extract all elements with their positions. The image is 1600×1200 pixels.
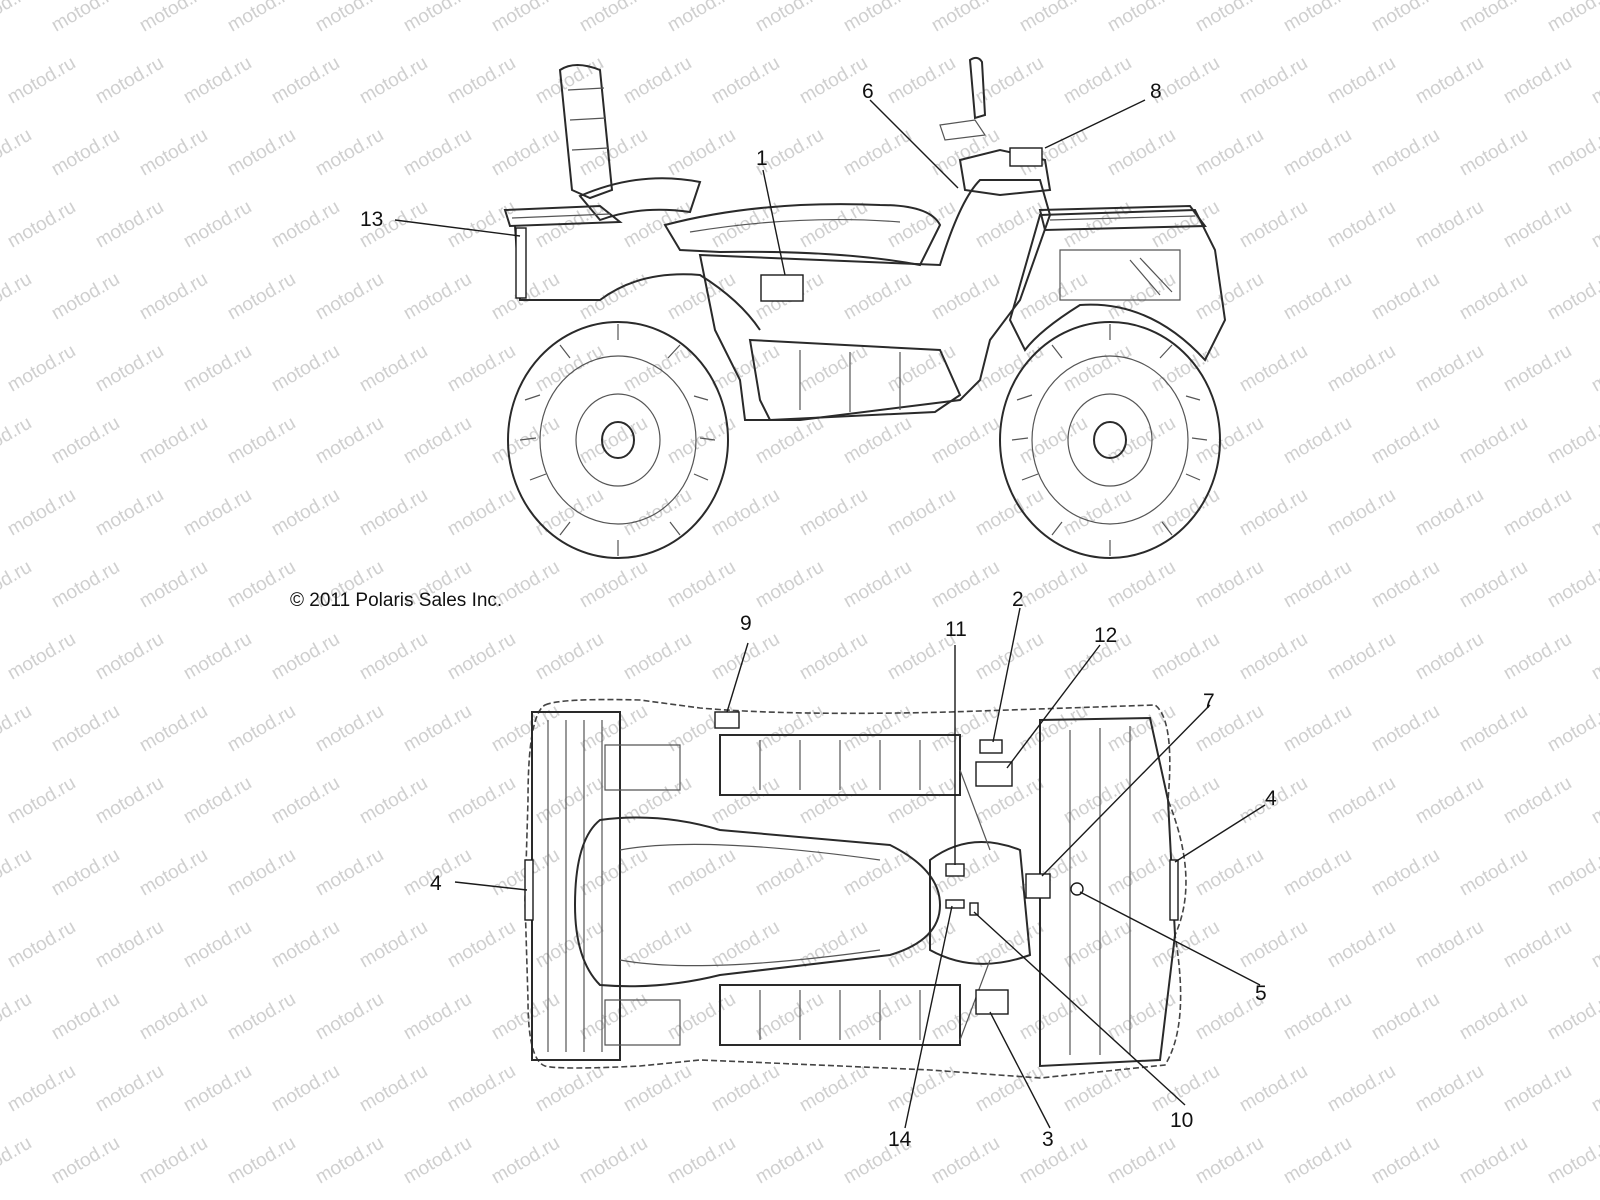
atv-top-view xyxy=(524,698,1187,1079)
callout-1: 1 xyxy=(756,147,768,170)
callout-4-rear: 4 xyxy=(430,872,442,895)
decal-7 xyxy=(1025,873,1051,899)
callout-13: 13 xyxy=(360,208,383,231)
callout-12: 12 xyxy=(1094,624,1117,647)
callout-4-front: 4 xyxy=(1265,787,1277,810)
decal-3 xyxy=(975,989,1009,1015)
decal-9 xyxy=(714,711,740,729)
side-callouts: 1 6 8 13 xyxy=(360,80,1162,276)
decal-14 xyxy=(945,899,965,909)
callout-3: 3 xyxy=(1042,1128,1054,1151)
decal-10 xyxy=(969,902,979,916)
decal-2 xyxy=(979,739,1003,754)
callout-10: 10 xyxy=(1170,1109,1193,1132)
top-callouts: 2 3 4 4 5 7 9 10 11 12 14 xyxy=(430,588,1277,1151)
decal-1 xyxy=(760,274,804,302)
atv-side-view xyxy=(503,56,1227,559)
decal-12 xyxy=(975,761,1013,787)
callout-6: 6 xyxy=(862,80,874,103)
decal-11 xyxy=(945,863,965,877)
callout-5: 5 xyxy=(1255,982,1267,1005)
copyright-notice: © 2011 Polaris Sales Inc. xyxy=(290,590,503,611)
decal-4-front xyxy=(1169,859,1179,921)
callout-9: 9 xyxy=(740,612,752,635)
decal-13 xyxy=(515,227,527,299)
callout-14: 14 xyxy=(888,1128,912,1151)
callout-2: 2 xyxy=(1012,588,1024,611)
callout-7: 7 xyxy=(1203,690,1215,713)
decal-8 xyxy=(1009,147,1043,167)
callout-8: 8 xyxy=(1150,80,1162,103)
callout-11: 11 xyxy=(945,618,967,641)
